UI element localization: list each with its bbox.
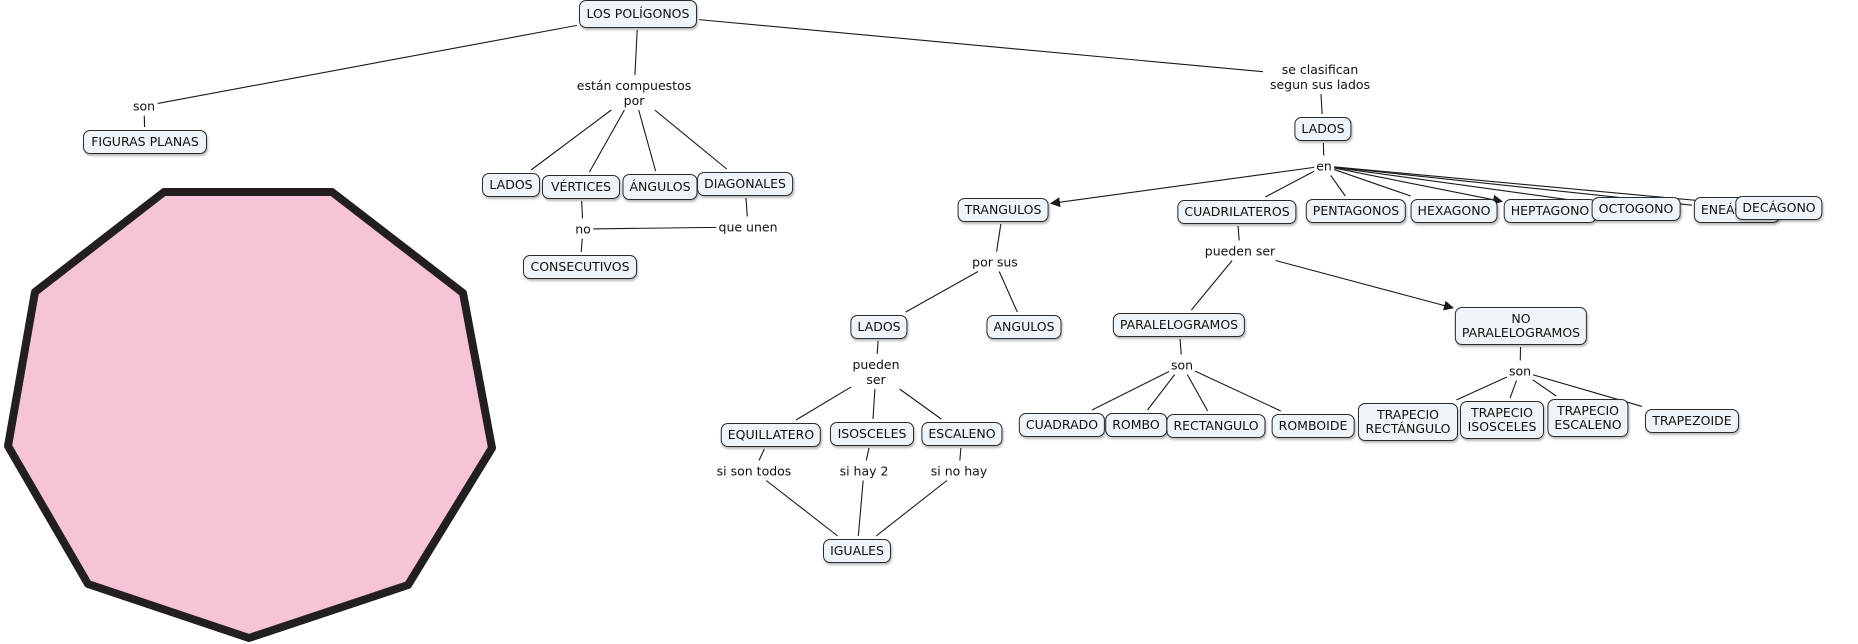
link-sinohay-iguales bbox=[875, 480, 948, 537]
node-vertices[interactable]: VÉRTICES bbox=[542, 175, 620, 199]
link-label-compuestos: están compuestos por bbox=[574, 78, 694, 108]
link-label-queunen: que unen bbox=[716, 219, 780, 235]
node-rombo[interactable]: ROMBO bbox=[1105, 413, 1167, 437]
link-no-queunen bbox=[592, 226, 717, 230]
link-sitodos-iguales bbox=[765, 480, 839, 537]
link-son2-cuadrado bbox=[1091, 370, 1170, 411]
node-trap-isos[interactable]: TRAPECIO ISOSCELES bbox=[1460, 401, 1544, 439]
node-noparalelogramos[interactable]: NO PARALELOGRAMOS bbox=[1454, 307, 1588, 345]
node-heptagono[interactable]: HEPTAGONO bbox=[1503, 199, 1597, 223]
link-poligonos-son1 bbox=[157, 24, 578, 104]
link-compuestos-angulos1 bbox=[638, 109, 657, 172]
node-cuadrilateros[interactable]: CUADRILATEROS bbox=[1177, 200, 1297, 224]
node-lados3[interactable]: LADOS bbox=[850, 315, 908, 339]
link-cuadrilateros-puedenser1 bbox=[1237, 225, 1240, 241]
node-hexagono[interactable]: HEXAGONO bbox=[1410, 199, 1498, 223]
link-puedenser2-escaleno bbox=[899, 388, 942, 420]
node-escaleno[interactable]: ESCALENO bbox=[921, 422, 1003, 446]
node-iguales[interactable]: IGUALES bbox=[823, 539, 891, 563]
link-compuestos-vertices bbox=[588, 109, 625, 173]
link-trangulos-porsus bbox=[996, 223, 1002, 252]
node-poligonos[interactable]: LOS POLÍGONOS bbox=[579, 0, 697, 28]
node-equillatero[interactable]: EQUILLATERO bbox=[720, 423, 822, 447]
link-son2-romboide bbox=[1194, 370, 1282, 412]
link-en-cuadrilateros bbox=[1265, 170, 1316, 198]
node-isosceles[interactable]: ISOSCELES bbox=[830, 422, 914, 446]
link-en-pentagonos bbox=[1330, 175, 1346, 197]
node-octogono[interactable]: OCTOGONO bbox=[1591, 197, 1681, 221]
link-label-no: no bbox=[573, 221, 593, 237]
link-compuestos-lados1 bbox=[530, 109, 612, 171]
link-son3-trap_rect bbox=[1456, 376, 1508, 401]
link-son3-trap_isos bbox=[1509, 380, 1518, 399]
node-trap-esca[interactable]: TRAPECIO ESCALENO bbox=[1547, 399, 1629, 437]
link-label-sitodos: si son todos bbox=[714, 463, 794, 479]
node-paralelogramos[interactable]: PARALELOGRAMOS bbox=[1112, 313, 1246, 337]
link-label-en: en bbox=[1314, 158, 1334, 174]
link-poligonos-clasifican bbox=[698, 19, 1264, 73]
link-label-porsus: por sus bbox=[970, 254, 1020, 270]
link-paralelogramos-son2 bbox=[1179, 338, 1182, 355]
link-en-trangulos bbox=[1050, 166, 1315, 208]
link-label-puedenser1: pueden ser bbox=[1202, 243, 1278, 259]
node-trap-rect[interactable]: TRAPECIO RECTÁNGULO bbox=[1358, 403, 1458, 441]
link-label-puedenser2: pueden ser bbox=[850, 357, 902, 387]
link-diagonales-queunen bbox=[745, 197, 748, 217]
link-escaleno-sinohay bbox=[959, 447, 962, 461]
nonagon-illustration bbox=[4, 188, 496, 642]
link-porsus-lados3 bbox=[905, 271, 979, 313]
link-poligonos-compuestos bbox=[634, 29, 638, 76]
link-isosceles-sihay2 bbox=[865, 447, 870, 461]
link-son2-rectangulo bbox=[1186, 374, 1209, 412]
link-label-son1: son bbox=[130, 98, 158, 114]
link-en-octogono bbox=[1333, 166, 1591, 204]
node-romboide[interactable]: ROMBOIDE bbox=[1271, 414, 1355, 438]
node-angulos1[interactable]: ÁNGULOS bbox=[622, 174, 698, 200]
link-puedenser2-isosceles bbox=[872, 388, 876, 420]
link-label-clasifican: se clasifican segun sus lados bbox=[1267, 62, 1373, 92]
link-puedenser1-paralelogramos bbox=[1190, 260, 1233, 311]
link-clasifican-lados2 bbox=[1320, 93, 1323, 115]
link-son2-rombo bbox=[1147, 374, 1176, 411]
link-en-hexagono bbox=[1333, 168, 1411, 197]
link-label-sihay2: si hay 2 bbox=[837, 463, 891, 479]
node-rectangulo[interactable]: RECTANGULO bbox=[1166, 414, 1266, 438]
node-angulos2[interactable]: ANGULOS bbox=[986, 315, 1062, 339]
node-cuadrado[interactable]: CUADRADO bbox=[1018, 413, 1106, 437]
link-equillatero-sitodos bbox=[758, 448, 765, 461]
link-son3-trap_esca bbox=[1532, 379, 1557, 397]
node-lados1[interactable]: LADOS bbox=[482, 173, 540, 197]
link-lados3-puedenser2 bbox=[876, 340, 879, 355]
node-trangulos[interactable]: TRANGULOS bbox=[957, 198, 1049, 222]
link-puedenser2-equillatero bbox=[795, 385, 853, 421]
link-label-son2: son bbox=[1168, 357, 1196, 373]
link-porsus-angulos2 bbox=[998, 271, 1018, 313]
link-compuestos-diagonales bbox=[654, 109, 728, 170]
node-decagono[interactable]: DECÁGONO bbox=[1735, 196, 1823, 220]
link-no-consecutivos bbox=[580, 238, 583, 253]
link-sihay2-iguales bbox=[857, 480, 864, 537]
link-label-son3: son bbox=[1506, 363, 1534, 379]
link-label-sinohay: si no hay bbox=[928, 463, 990, 479]
node-figuras[interactable]: FIGURAS PLANAS bbox=[83, 130, 207, 154]
node-consecutivos[interactable]: CONSECUTIVOS bbox=[523, 255, 637, 279]
link-puedenser1-noparalelogramos bbox=[1275, 259, 1454, 311]
node-diagonales[interactable]: DIAGONALES bbox=[697, 172, 793, 196]
link-en-heptagono bbox=[1333, 167, 1503, 205]
link-vertices-no bbox=[581, 200, 584, 219]
node-pentagonos[interactable]: PENTAGONOS bbox=[1305, 199, 1407, 223]
node-lados2[interactable]: LADOS bbox=[1294, 117, 1352, 141]
node-trapezoide[interactable]: TRAPEZOIDE bbox=[1645, 409, 1739, 433]
